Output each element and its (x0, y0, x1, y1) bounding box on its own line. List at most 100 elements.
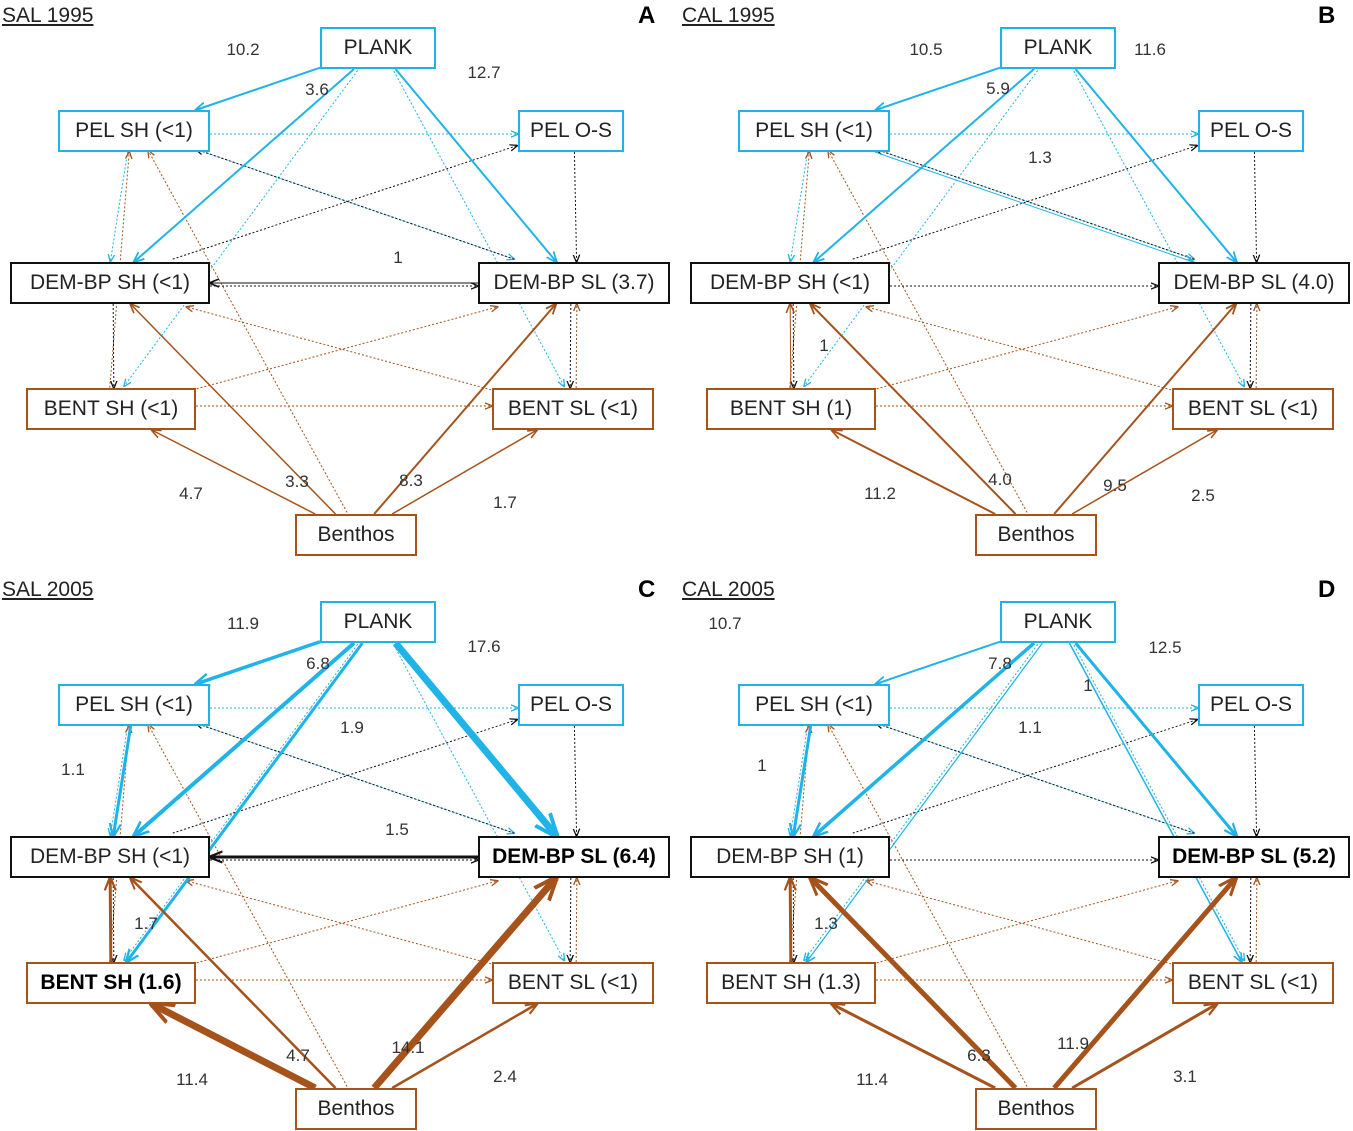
panel-letter: C (638, 576, 656, 603)
flow-arrow (196, 66, 321, 110)
node-pel-sh: PEL SH (<1) (738, 684, 890, 726)
flow-value-label: 11.9 (1057, 1034, 1089, 1053)
node-plank: PLANK (1000, 601, 1116, 643)
minor-flow-arrow (110, 151, 129, 262)
node-pel-os: PEL O-S (518, 684, 624, 726)
minor-flow-arrow (789, 152, 810, 388)
minor-flow-arrow (196, 723, 515, 834)
panel-letter: D (1318, 576, 1336, 603)
minor-flow-arrow (852, 720, 1197, 834)
minor-flow-arrow (188, 307, 498, 392)
flow-arrow (1068, 642, 1241, 962)
minor-flow-arrow (576, 878, 577, 963)
minor-flow-arrow (172, 720, 517, 834)
flow-value-label: 11.4 (856, 1070, 888, 1089)
flow-value-label: 4.7 (179, 484, 203, 503)
flow-value-label: 3.6 (305, 80, 329, 99)
flow-arrow (790, 878, 791, 963)
node-bent-sh: BENT SH (1) (706, 388, 876, 430)
flow-arrow (1071, 1004, 1217, 1090)
minor-flow-arrow (1071, 641, 1244, 961)
flow-value-label: 17.6 (467, 637, 501, 656)
flow-arrow (1053, 304, 1236, 515)
flow-value-label: 7.8 (988, 654, 1012, 673)
flow-arrow (131, 878, 337, 1089)
flow-value-label: 11.2 (864, 484, 896, 503)
flow-arrow (127, 642, 364, 962)
flow-arrow (391, 430, 537, 515)
node-bent-sh: BENT SH (1.6) (26, 962, 196, 1004)
flow-value-label: 11.6 (1134, 40, 1166, 59)
flow-arrow (371, 878, 556, 1091)
flow-arrow (814, 68, 1035, 262)
flow-arrow (134, 68, 355, 262)
flow-arrow (1074, 68, 1237, 262)
flow-value-label: 1 (393, 248, 403, 267)
panel-title: CAL 2005 (682, 578, 775, 601)
flow-value-label: 4.0 (988, 470, 1012, 489)
minor-flow-arrow (1250, 877, 1251, 962)
node-bent-sh: BENT SH (1.3) (706, 962, 876, 1004)
flow-arrow (394, 68, 557, 262)
flow-arrow (1052, 878, 1236, 1090)
minor-flow-arrow (148, 151, 348, 513)
node-benthos: Benthos (295, 1088, 417, 1130)
node-dem-sl: DEM-BP SL (4.0) (1158, 262, 1350, 304)
flow-arrow (152, 1004, 317, 1092)
flow-arrow (793, 725, 813, 836)
flow-value-label: 4.7 (286, 1046, 310, 1065)
minor-flow-arrow (148, 725, 348, 1087)
flow-value-label: 12.5 (1148, 638, 1182, 657)
minor-flow-arrow (186, 307, 496, 392)
flow-value-label: 14.1 (391, 1038, 425, 1057)
flow-arrow (876, 640, 1001, 684)
node-dem-sh: DEM-BP SH (1) (690, 836, 890, 878)
flow-value-label: 1.1 (61, 760, 85, 779)
flow-value-label: 9.5 (1103, 476, 1127, 495)
node-dem-sl: DEM-BP SL (5.2) (1158, 836, 1350, 878)
flow-arrow (814, 641, 1036, 836)
panel-title: CAL 1995 (682, 4, 775, 27)
flow-value-label: 1.7 (493, 493, 517, 512)
minor-flow-arrow (1254, 725, 1256, 836)
flow-value-label: 10.5 (909, 40, 943, 59)
node-plank: PLANK (1000, 27, 1116, 69)
minor-flow-arrow (828, 725, 1028, 1087)
minor-flow-arrow (186, 881, 496, 966)
node-pel-os: PEL O-S (518, 110, 624, 152)
node-pel-sh: PEL SH (<1) (738, 110, 890, 152)
flow-arrow (832, 1004, 996, 1090)
node-plank: PLANK (320, 601, 436, 643)
flow-arrow (113, 725, 133, 836)
minor-flow-arrow (868, 881, 1178, 966)
node-benthos: Benthos (975, 514, 1097, 556)
flow-value-label: 1 (757, 756, 767, 775)
node-dem-sl: DEM-BP SL (6.4) (478, 836, 670, 878)
minor-flow-arrow (110, 725, 129, 836)
minor-flow-arrow (828, 151, 1028, 513)
minor-flow-arrow (866, 881, 1176, 966)
node-pel-sh: PEL SH (<1) (58, 110, 210, 152)
flow-value-label: 2.4 (493, 1067, 517, 1086)
flow-arrow (134, 641, 356, 836)
panel-letter: A (638, 2, 656, 29)
flow-value-label: 1.1 (1018, 718, 1042, 737)
node-plank: PLANK (320, 27, 436, 69)
minor-flow-arrow (574, 151, 576, 262)
minor-flow-arrow (196, 149, 515, 260)
node-dem-sl: DEM-BP SL (3.7) (478, 262, 670, 304)
flow-arrow (790, 304, 791, 389)
flow-arrow (110, 878, 111, 963)
minor-flow-arrow (109, 152, 130, 388)
minor-flow-arrow (391, 641, 564, 961)
minor-flow-arrow (1254, 151, 1256, 262)
flow-value-label: 1 (1083, 676, 1093, 695)
panel-letter: B (1318, 2, 1336, 29)
minor-flow-arrow (868, 307, 1178, 392)
flow-value-label: 1.7 (134, 914, 158, 933)
node-dem-sh: DEM-BP SH (<1) (10, 836, 210, 878)
minor-flow-arrow (1256, 878, 1257, 963)
flow-arrow (373, 304, 556, 515)
